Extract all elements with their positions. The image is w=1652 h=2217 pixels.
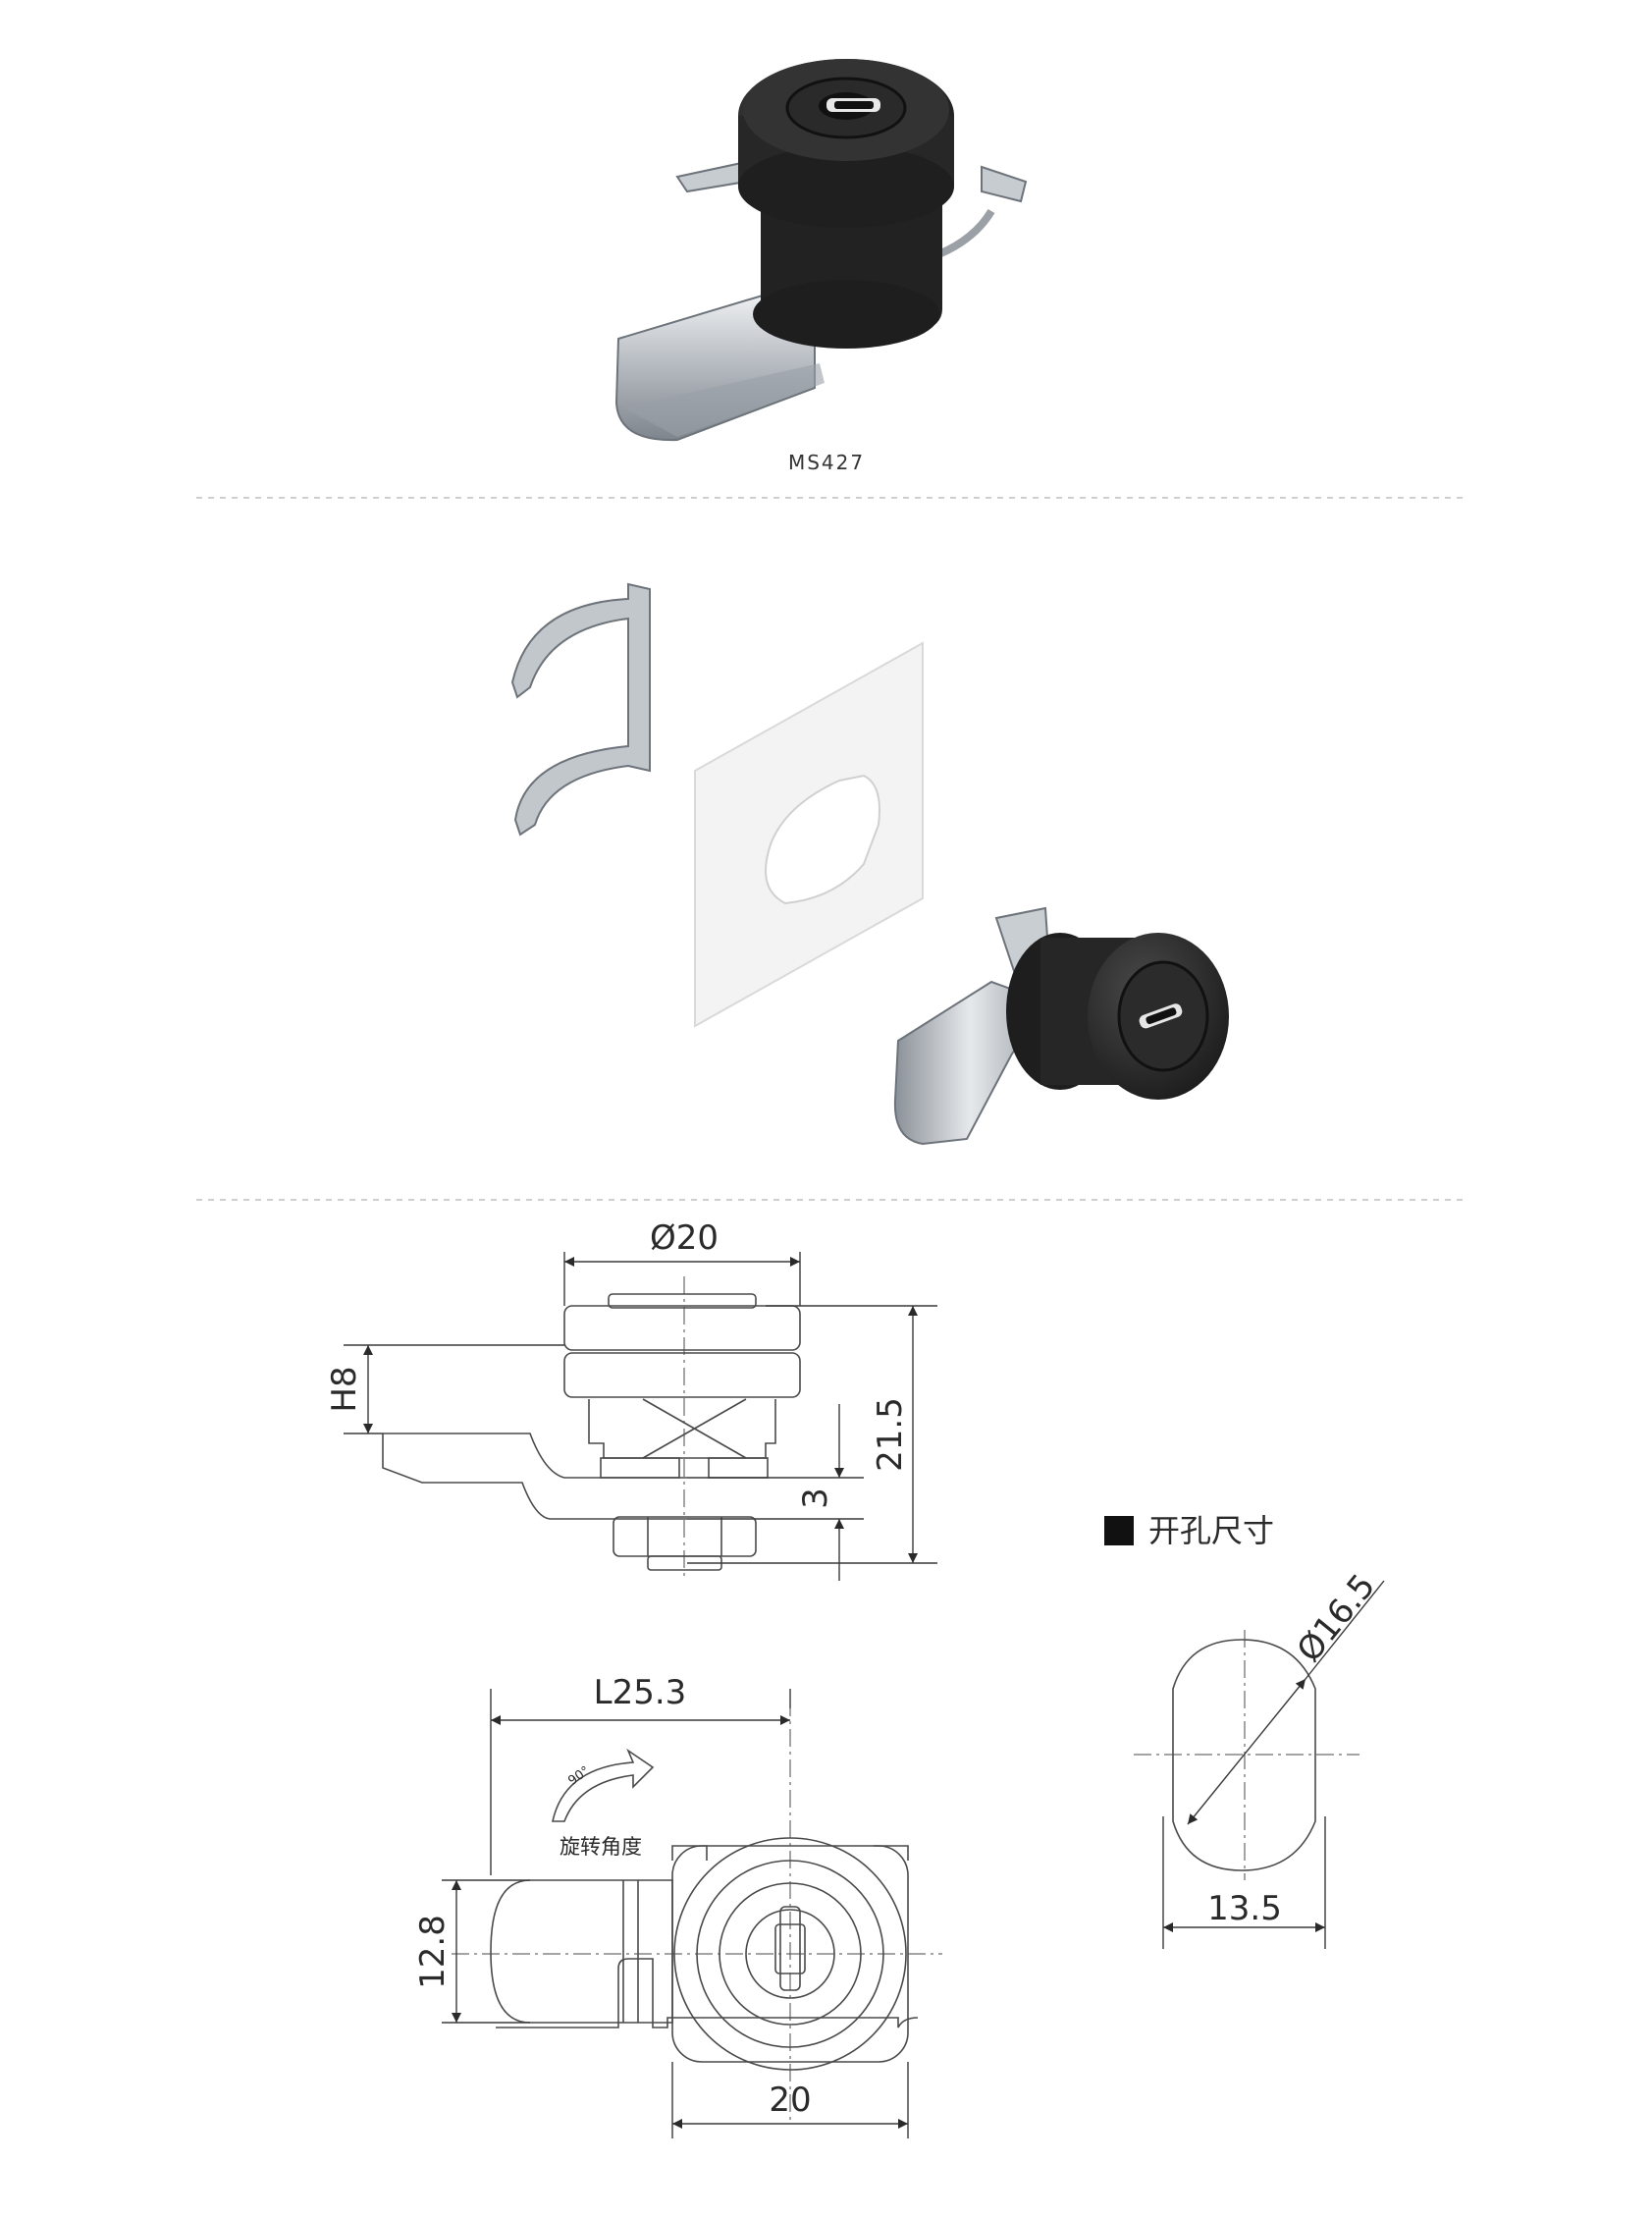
dim-cam-width: 12.8: [413, 1915, 453, 1989]
dim-body-diameter: Ø20: [650, 1218, 719, 1258]
cutout-dimensions: [1162, 1580, 1385, 1949]
model-caption: MS427: [788, 451, 865, 474]
side-view-dimensions: [344, 1252, 937, 1581]
dim-cam-thickness: 3: [796, 1487, 835, 1509]
exploded-view: [510, 582, 1229, 1146]
dim-height-h: H8: [325, 1366, 364, 1412]
side-view-drawing: [382, 1276, 801, 1581]
front-view-dimensions: [442, 1689, 909, 2138]
rotation-arrow-icon: [552, 1748, 655, 1822]
front-view-drawing: [452, 1699, 942, 2121]
cutout-bullet-icon: [1104, 1516, 1134, 1545]
rotation-label: 旋转角度: [560, 1835, 642, 1859]
cutout-width-label: 13.5: [1207, 1889, 1282, 1928]
product-photo: [614, 59, 1028, 442]
dim-total-height: 21.5: [871, 1397, 910, 1472]
dim-bottom-width: 20: [769, 2081, 811, 2120]
dim-length: L25.3: [594, 1673, 687, 1712]
cutout-title: 开孔尺寸: [1148, 1512, 1274, 1549]
cutout-diameter-label: Ø16.5: [1290, 1567, 1384, 1670]
